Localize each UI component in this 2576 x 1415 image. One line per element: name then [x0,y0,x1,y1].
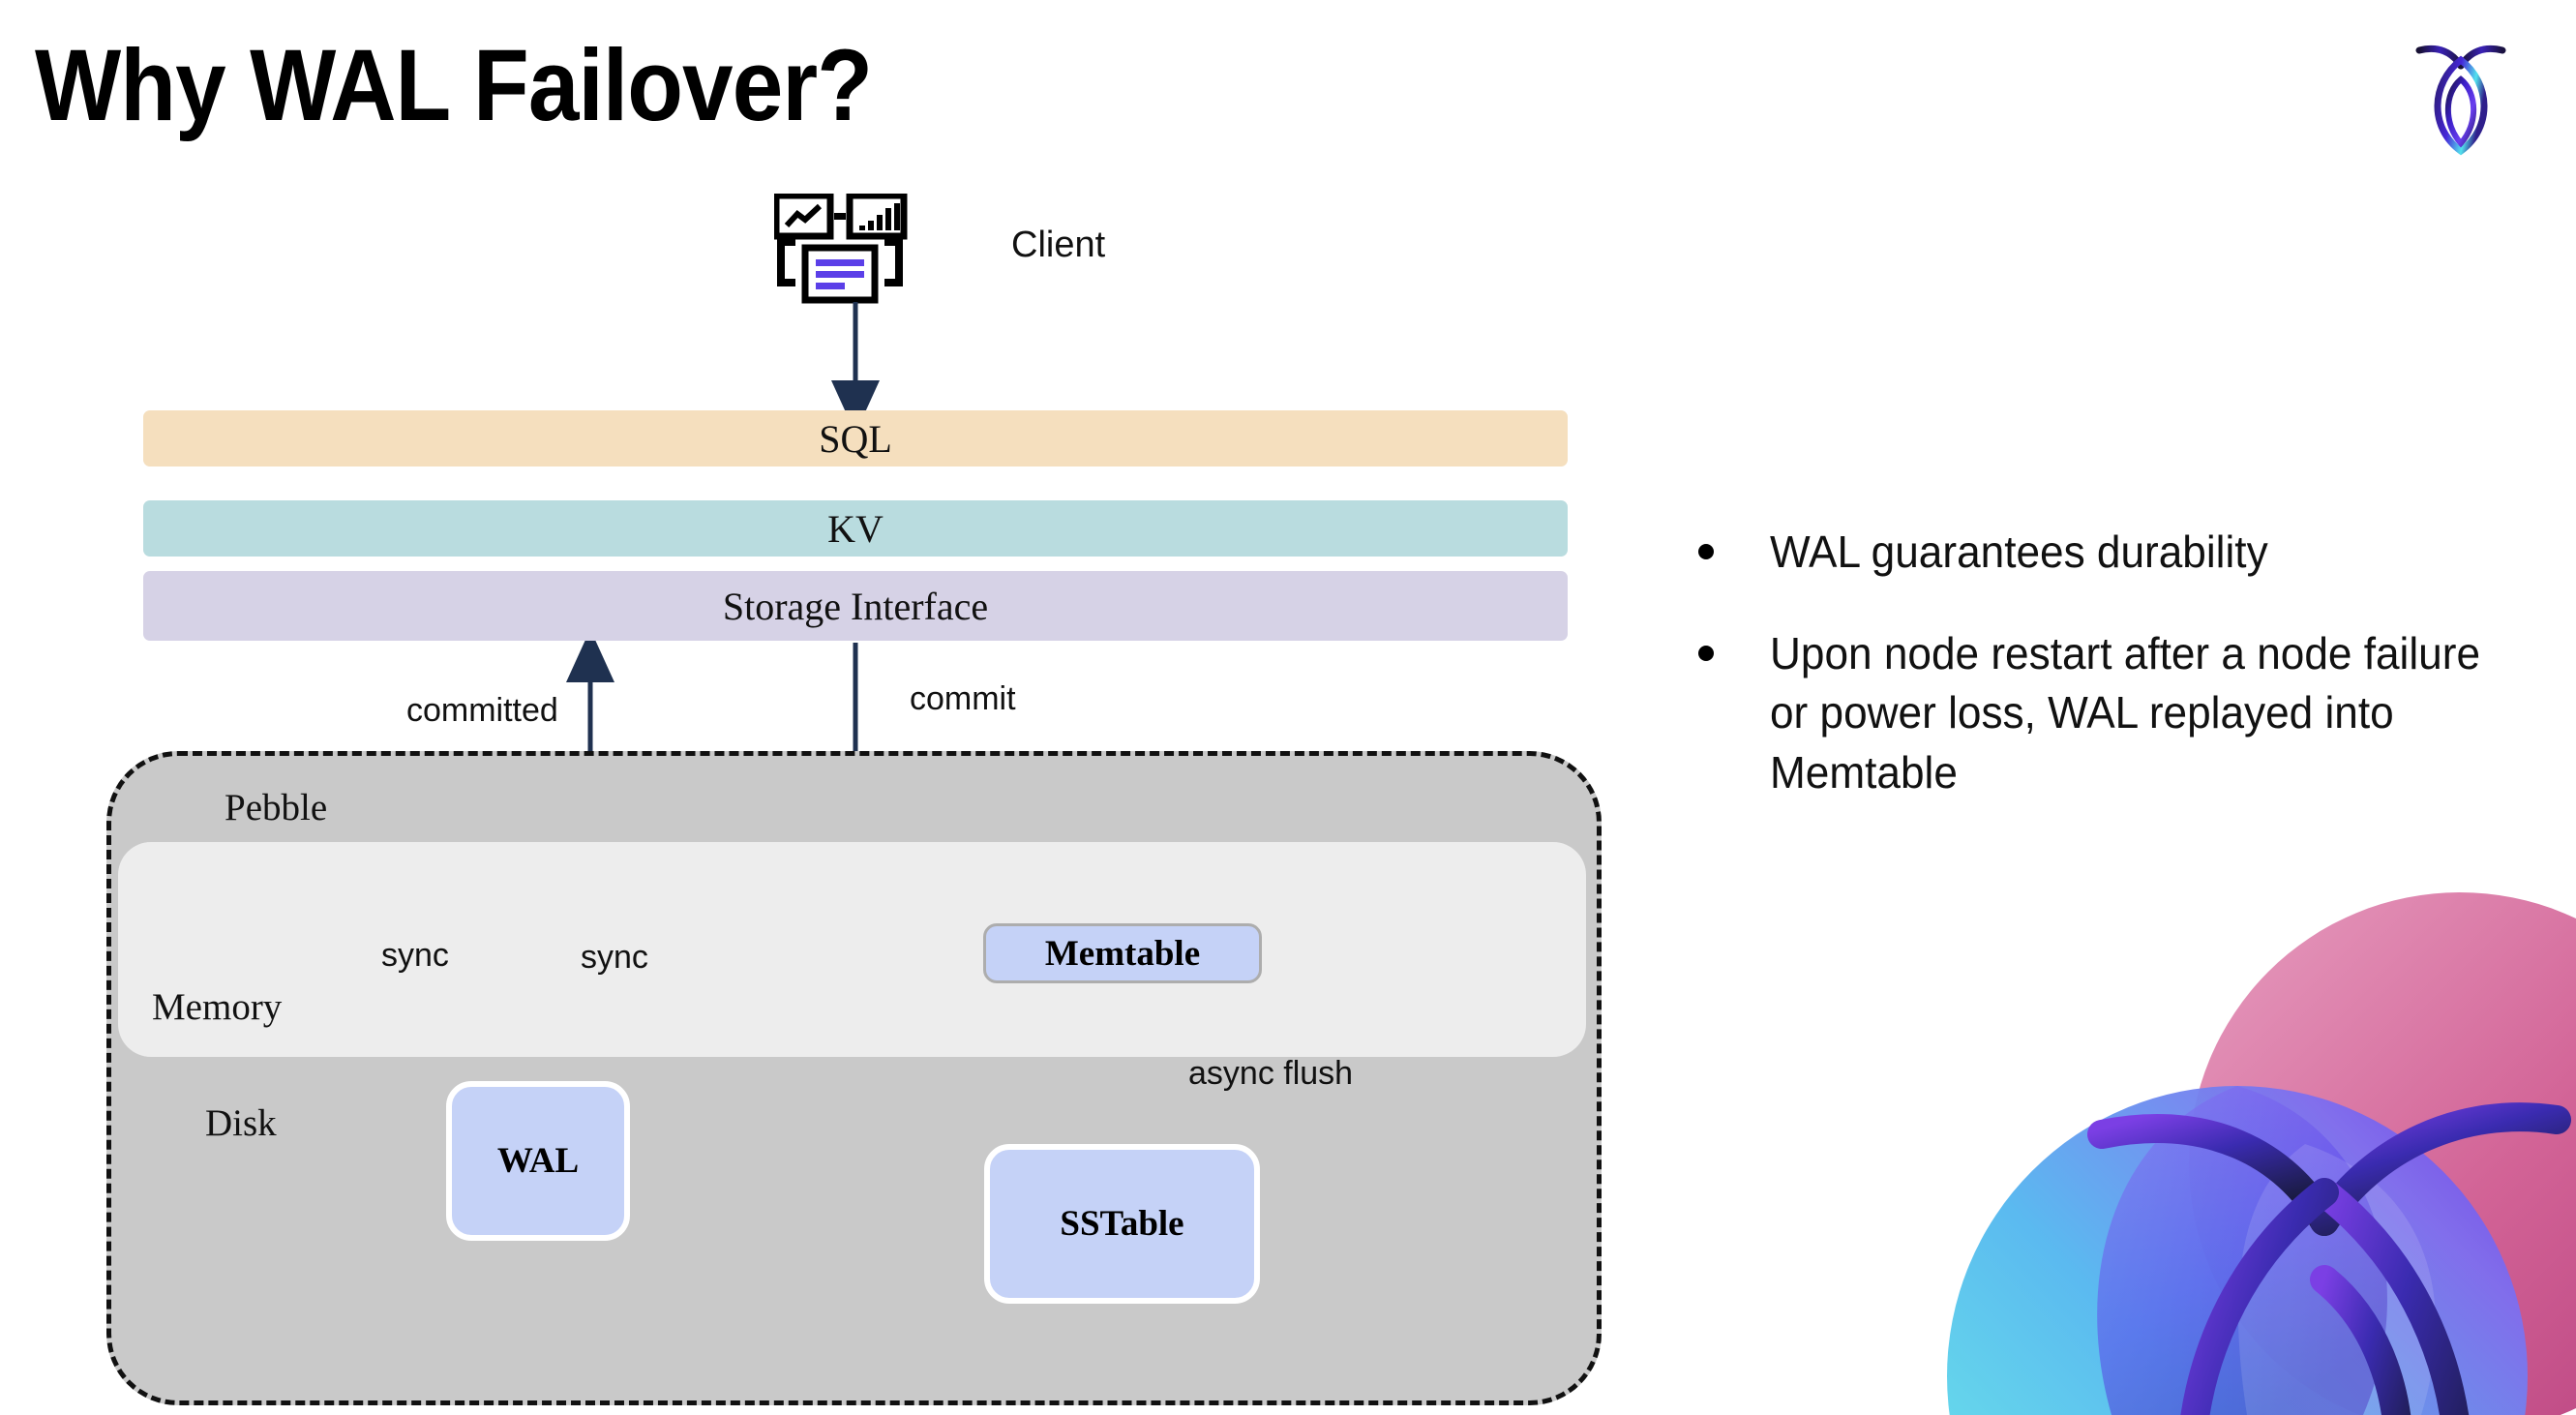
node-label-wal: WAL [496,1141,580,1181]
connector-label-committed: committed [406,692,558,729]
list-item: Upon node restart after a node failure o… [1698,624,2531,802]
memory-label: Memory [152,986,283,1028]
client-label: Client [1011,225,1106,265]
bullet-dot-icon [1698,646,1714,662]
connector-label-commit: commit [910,680,1016,717]
layer-bar-kv[interactable]: KV [143,500,1568,557]
list-item: WAL guarantees durability [1698,523,2531,582]
bullet-list: WAL guarantees durability Upon node rest… [1698,523,2531,845]
cockroach-logo-icon [2410,29,2516,165]
page-title: Why WAL Failover? [35,29,873,142]
bullet-text: WAL guarantees durability [1770,527,2268,577]
layer-label-storage-interface: Storage Interface [722,584,989,628]
memory-region [118,842,1586,1057]
layer-label-kv: KV [827,506,884,551]
layer-bar-sql[interactable]: SQL [143,410,1568,467]
connector-label-sync-1: sync [381,937,449,974]
bullet-text: Upon node restart after a node failure o… [1770,628,2481,798]
connector-label-async-flush: async flush [1188,1055,1354,1092]
connector-label-sync-2: sync [581,939,648,976]
layer-label-sql: SQL [819,416,892,461]
node-label-memtable: Memtable [1044,933,1201,974]
pebble-label: Pebble [225,787,328,828]
bullet-dot-icon [1698,544,1714,559]
node-wal[interactable]: WAL [446,1081,630,1241]
client-dashboard-icon [774,194,934,305]
node-label-sstable: SSTable [1060,1204,1184,1244]
disk-label: Disk [205,1102,277,1144]
layer-bar-storage-interface[interactable]: Storage Interface [143,571,1568,641]
node-memtable[interactable]: Memtable [983,923,1262,983]
node-sstable[interactable]: SSTable [984,1144,1260,1304]
cockroach-gradient-artwork [1918,873,2576,1415]
architecture-diagram: Client SQL KV Storage [106,194,1602,1405]
